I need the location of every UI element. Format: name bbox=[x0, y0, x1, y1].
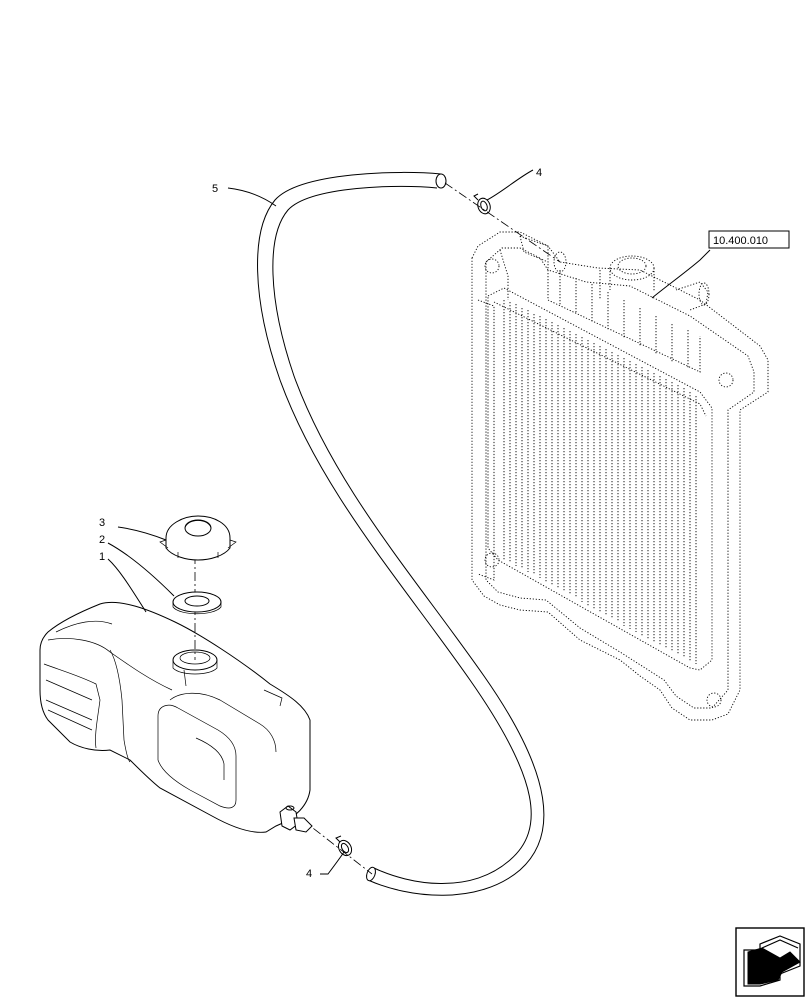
hose-clamp-upper bbox=[473, 193, 491, 215]
hose bbox=[257, 171, 545, 896]
back-arrow-icon[interactable] bbox=[735, 927, 805, 997]
centerline-upper bbox=[444, 182, 561, 263]
callout-5: 5 bbox=[212, 183, 218, 195]
callout-1: 1 bbox=[99, 551, 105, 563]
callout-4-upper: 4 bbox=[536, 167, 542, 179]
radiator-core-fins bbox=[503, 300, 697, 664]
radiator bbox=[471, 231, 769, 721]
centerline-lower bbox=[299, 817, 373, 875]
seal-ring bbox=[172, 591, 222, 615]
callout-4-lower: 4 bbox=[306, 868, 312, 880]
leader-lines bbox=[107, 169, 711, 875]
expansion-tank bbox=[39, 601, 313, 833]
callout-3: 3 bbox=[99, 517, 105, 529]
reference-box[interactable]: 10.400.010 bbox=[708, 230, 790, 249]
callout-2: 2 bbox=[99, 534, 105, 546]
hose-clamp-lower bbox=[335, 835, 353, 857]
filler-cap bbox=[159, 515, 237, 561]
reference-label: 10.400.010 bbox=[713, 235, 768, 247]
